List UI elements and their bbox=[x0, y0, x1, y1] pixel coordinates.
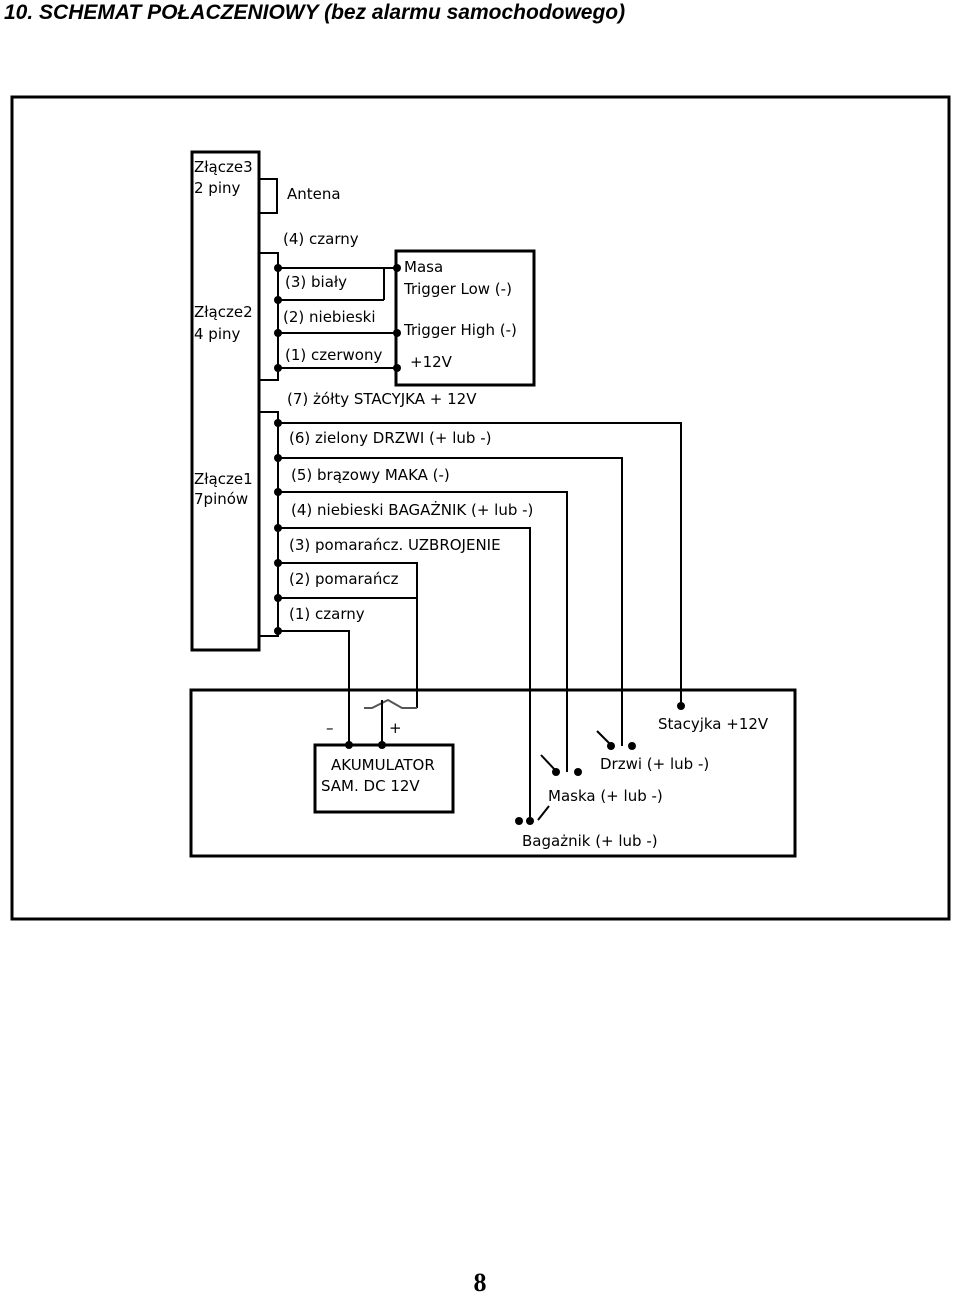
bagaznik-switch-lever bbox=[537, 805, 550, 821]
antenna-label: Antena bbox=[287, 185, 341, 203]
bagaznik-switch-dot-2 bbox=[526, 817, 534, 825]
connector-3-pins: 2 piny bbox=[194, 179, 241, 197]
maska-switch-dot-1 bbox=[552, 768, 560, 776]
trigger-masa: Masa bbox=[404, 258, 443, 276]
c1-wire-7-label: (7) żółty STACYJKA + 12V bbox=[287, 390, 477, 408]
bagaznik-switch-dot-1 bbox=[515, 817, 523, 825]
trigger-12v: +12V bbox=[410, 353, 453, 371]
battery-plus-sign: + bbox=[389, 719, 402, 737]
c1-wire-0-minus bbox=[278, 630, 350, 745]
battery-label-2: SAM. DC 12V bbox=[321, 777, 420, 795]
c1-wire-4-maka bbox=[278, 491, 568, 772]
c1-wire-3-bagaznik bbox=[278, 527, 531, 821]
maska-label: Maska (+ lub -) bbox=[548, 787, 663, 805]
battery-label-1: AKUMULATOR bbox=[331, 756, 435, 774]
maska-switch-lever bbox=[540, 754, 557, 772]
c2-pin-1-dot bbox=[274, 329, 282, 337]
battery-plus-dot bbox=[378, 741, 386, 749]
c2-wire-3-label: (3) biały bbox=[285, 273, 347, 291]
trigger-pin-12v bbox=[393, 364, 401, 372]
car-box bbox=[189, 688, 797, 858]
page-number: 8 bbox=[473, 1268, 487, 1297]
c1-pin-4-dot bbox=[274, 524, 282, 532]
trigger-high: Trigger High (-) bbox=[403, 321, 517, 339]
antenna-bracket bbox=[259, 178, 278, 214]
c1-pin-2-dot bbox=[274, 594, 282, 602]
connector-column bbox=[190, 150, 261, 652]
c1-pin-3-dot bbox=[274, 559, 282, 567]
c1-wire-6-stacyjka bbox=[278, 422, 682, 705]
plus-wire-crossing bbox=[364, 698, 417, 709]
stacyjka-dot bbox=[677, 702, 685, 710]
c1-pin-6-dot bbox=[274, 454, 282, 462]
connector-2-label: Złącze2 bbox=[194, 303, 253, 321]
c2-pin-0-dot bbox=[274, 364, 282, 372]
drzwi-switch-dot-1 bbox=[607, 742, 615, 750]
c1-wire-3-label: (3) pomarańcz. UZBROJENIE bbox=[289, 536, 501, 554]
page-title: 10. SCHEMAT POŁACZENIOWY (bez alarmu sam… bbox=[4, 1, 626, 24]
c2-wire-1-label: (1) czerwony bbox=[285, 346, 382, 364]
connector-1-label: Złącze1 bbox=[194, 470, 253, 488]
drzwi-label: Drzwi (+ lub -) bbox=[600, 755, 709, 773]
c1-pin-7-dot bbox=[274, 419, 282, 427]
c1-pin-1-dot bbox=[274, 627, 282, 635]
bagaznik-label: Bagażnik (+ lub -) bbox=[522, 832, 658, 850]
diagram-frame bbox=[10, 95, 951, 921]
drzwi-switch-lever bbox=[596, 730, 612, 746]
stacyjka-label: Stacyjka +12V bbox=[658, 715, 769, 733]
c1-wire-5-drzwi bbox=[278, 457, 623, 746]
battery-minus-sign: – bbox=[326, 719, 334, 737]
c2-wire-4-label: (4) czarny bbox=[283, 230, 359, 248]
connector-1-pins: 7pinów bbox=[194, 490, 248, 508]
trigger-pin-masa bbox=[393, 264, 401, 272]
trigger-pin-high bbox=[393, 329, 401, 337]
drzwi-switch-dot-2 bbox=[628, 742, 636, 750]
trigger-box bbox=[394, 249, 536, 387]
maska-switch-dot-2 bbox=[574, 768, 582, 776]
c2-wire-2-label: (2) niebieski bbox=[283, 308, 376, 326]
c1-wire-5-label: (5) brązowy MAKA (-) bbox=[291, 466, 450, 484]
c1-wire-2-label: (2) pomarańcz bbox=[289, 570, 399, 588]
c1-pin-5-dot bbox=[274, 488, 282, 496]
c2-pin-3-dot bbox=[274, 264, 282, 272]
battery-minus-dot bbox=[345, 741, 353, 749]
c1-wire-2-uzbrojenie bbox=[278, 562, 418, 708]
c1-wire-6-label: (6) zielony DRZWI (+ lub -) bbox=[289, 429, 491, 447]
c1-wire-1-label: (1) czarny bbox=[289, 605, 365, 623]
connector-2-bracket bbox=[259, 252, 279, 381]
connector-1-bracket bbox=[259, 411, 279, 637]
trigger-low: Trigger Low (-) bbox=[403, 280, 512, 298]
c1-wire-4-label: (4) niebieski BAGAŻNIK (+ lub -) bbox=[291, 500, 533, 519]
connector-3-label: Złącze3 bbox=[194, 158, 253, 176]
connector-2-pins: 4 piny bbox=[194, 325, 241, 343]
c2-pin-2-dot bbox=[274, 296, 282, 304]
